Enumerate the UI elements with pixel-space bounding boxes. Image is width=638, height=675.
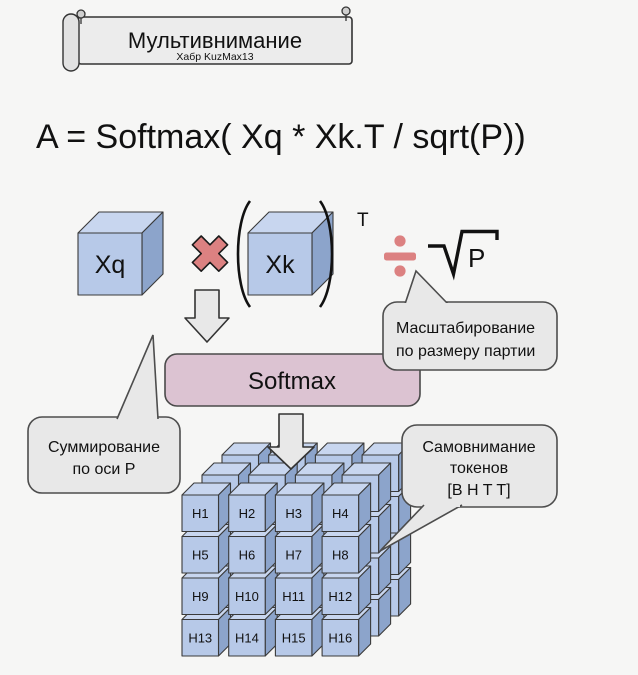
cube-front-face [321, 618, 360, 657]
stack-cube-label: H15 [282, 630, 306, 645]
stack-cube-label: H2 [239, 506, 256, 521]
callout-self-attention: Самовнимание токенов [B H T T] [379, 424, 558, 552]
banner-pin-left-icon [76, 9, 86, 24]
cube-front-face [77, 232, 143, 296]
cube-front-face [321, 535, 360, 574]
callout-scaling-tail [404, 269, 449, 305]
close-paren [318, 200, 334, 308]
sqrt-argument: P [468, 243, 485, 273]
cube-front-face [228, 535, 266, 574]
callout-summation-tail [116, 334, 159, 420]
callout-scaling: Масштабирование по размеру партии [382, 269, 558, 371]
banner-title: Мультивнимание [128, 28, 302, 53]
callout-self-attention-line3: [B H T T] [447, 482, 510, 499]
attention-formula: A = Softmax( Xq * Xk.T / sqrt(P)) [36, 118, 526, 156]
softmax-label: Softmax [248, 368, 336, 395]
cube-front-face [321, 494, 360, 533]
callout-summation: Суммирование по оси P [27, 334, 181, 494]
callout-self-attention-tail [379, 504, 463, 552]
stack-cube-label: H13 [188, 630, 212, 645]
cube-front-face [181, 577, 220, 616]
divide-icon [384, 235, 416, 277]
cube-front-face [181, 618, 220, 657]
key-cube-label: Xk [265, 251, 295, 279]
arrow-down-to-stack [267, 413, 315, 470]
cube-front-face [181, 494, 220, 533]
stack-cube-label: H4 [332, 506, 349, 521]
stack-cube-label: H10 [235, 589, 259, 604]
callout-self-attention-line2: токенов [450, 460, 508, 477]
cube-front-face [228, 618, 266, 657]
sqrt-radical-icon [428, 229, 499, 281]
stack-cube-label: H16 [328, 630, 352, 645]
query-cube-label: Xq [95, 251, 126, 279]
cube-front-face [274, 535, 313, 574]
transpose-superscript: T [357, 210, 369, 231]
callout-self-attention-line1: Самовнимание [422, 439, 535, 456]
banner-subtitle: Хабр KuzMax13 [176, 51, 253, 63]
stack-cube-label: H9 [192, 589, 209, 604]
cube-front-face [274, 618, 313, 657]
cube-front-face [274, 494, 313, 533]
stack-cube-label: H14 [235, 630, 259, 645]
attention-heads-stack: H13 H14 H15 H16 H9 H10 H11 H12 H5 H6 H7 H8 H1 H2 H3 H4 [181, 442, 412, 657]
stack-cube-label: H8 [332, 547, 349, 562]
cube-front-face [228, 577, 266, 616]
stack-cube-label: H6 [239, 547, 256, 562]
stack-cube-label: H3 [285, 506, 302, 521]
banner-left-roll [62, 13, 80, 72]
callout-summation-line2: по оси P [73, 461, 136, 478]
open-paren [236, 200, 252, 308]
stack-cube-label: H12 [328, 589, 352, 604]
query-cube: Xq [77, 211, 164, 296]
callout-scaling-line2: по размеру партии [396, 343, 535, 360]
cube-front-face [228, 494, 266, 533]
callout-scaling-line1: Масштабирование [396, 320, 535, 337]
arrow-down-to-softmax [184, 289, 230, 343]
cube-front-face [321, 577, 360, 616]
stack-cube-label: H11 [282, 589, 305, 604]
cube-front-face [274, 577, 313, 616]
multiply-icon [191, 235, 229, 272]
cube-front-face [181, 535, 220, 574]
stack-cube-label: H5 [192, 547, 209, 562]
cube-front-face [247, 232, 313, 296]
stack-cube-label: H7 [285, 547, 302, 562]
stack-cube-label: H1 [192, 506, 209, 521]
callout-summation-line1: Суммирование [48, 439, 160, 456]
key-cube: Xk [247, 211, 334, 296]
banner-pin-right-icon [341, 6, 351, 21]
scroll-banner: Мультивнимание Хабр KuzMax13 [62, 6, 353, 72]
softmax-box [164, 353, 421, 407]
